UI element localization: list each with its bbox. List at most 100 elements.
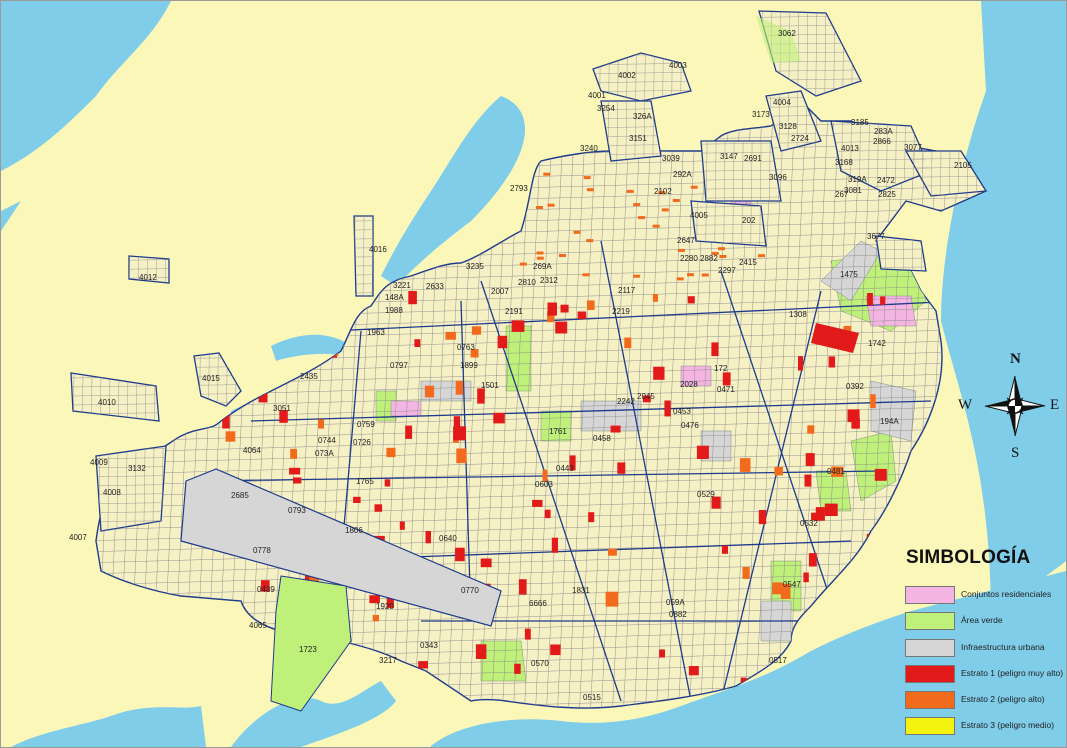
street-line xyxy=(231,1,241,747)
street-line xyxy=(141,1,151,747)
street-line xyxy=(1,85,1066,100)
legend-swatch-stratum-1 xyxy=(905,665,955,683)
street-line xyxy=(759,21,861,38)
sector-label-283A: 283A xyxy=(874,127,893,136)
stratum-1-block xyxy=(721,545,728,554)
street-line xyxy=(523,101,555,709)
sector-label-3185: 3185 xyxy=(851,118,869,127)
sector-label-4064: 4064 xyxy=(243,446,261,455)
street-line xyxy=(231,1,241,747)
legend-swatch-stratum-2 xyxy=(905,691,955,709)
street-line xyxy=(186,1,196,747)
sector-label-0439: 0439 xyxy=(257,585,275,594)
stratum-2-block xyxy=(690,185,698,189)
street-line xyxy=(1,31,1066,46)
street-line xyxy=(96,1,106,747)
street-line xyxy=(512,101,544,709)
street-line xyxy=(666,101,698,709)
street-line xyxy=(1,58,1066,73)
street-line xyxy=(123,1,133,747)
street-line xyxy=(150,1,160,747)
compass-east-label: E xyxy=(1050,397,1060,413)
street-line xyxy=(1,94,1066,109)
street-line xyxy=(1,67,1066,82)
street-line xyxy=(593,93,691,101)
sector-label-1765: 1765 xyxy=(356,477,374,486)
stratum-2-block xyxy=(536,251,544,255)
street-line xyxy=(158,446,166,531)
water-body xyxy=(941,1,1066,621)
street-line xyxy=(1,76,1066,91)
street-line xyxy=(168,1,178,747)
street-line xyxy=(123,1,133,747)
street-line xyxy=(114,1,124,747)
street-line xyxy=(1,49,1066,64)
sector-boundary xyxy=(340,330,362,562)
street-line xyxy=(1,31,1066,46)
sector-label-3168: 3168 xyxy=(835,158,853,167)
street-line xyxy=(168,1,178,747)
stratum-2-block xyxy=(772,582,783,595)
stratum-1-block xyxy=(805,453,815,467)
outlying-sector xyxy=(875,235,927,272)
street-line xyxy=(168,1,178,747)
street-line xyxy=(231,1,241,747)
street-line xyxy=(611,101,643,709)
stratum-2-block xyxy=(536,256,544,260)
stratum-2-block xyxy=(605,591,619,607)
sector-label-0453: 0453 xyxy=(673,407,691,416)
sector-label-1723: 1723 xyxy=(299,645,317,654)
street-line xyxy=(1,40,1066,55)
street-line xyxy=(1,112,1066,127)
street-line xyxy=(87,1,97,747)
street-line xyxy=(626,101,638,161)
street-line xyxy=(123,1,133,747)
stratum-1-block xyxy=(815,507,825,521)
street-line xyxy=(105,1,115,747)
stratum-2-block xyxy=(587,300,595,310)
street-line xyxy=(887,121,899,191)
stratum-2-block xyxy=(638,216,646,220)
street-line xyxy=(1,49,1066,64)
street-line xyxy=(149,446,161,531)
street-line xyxy=(759,57,861,74)
street-line xyxy=(831,156,931,173)
sector-label-3221: 3221 xyxy=(393,281,411,290)
outlying-sector xyxy=(600,100,662,162)
legend-swatch-residential xyxy=(905,586,955,604)
street-line xyxy=(96,559,986,586)
stratum-1-block xyxy=(399,521,405,530)
street-line xyxy=(876,264,926,271)
outlying-sector xyxy=(592,52,692,102)
street-line xyxy=(96,101,986,113)
sector-label-0481: 0481 xyxy=(827,467,845,476)
street-line xyxy=(186,1,196,747)
street-line xyxy=(177,1,187,747)
stratum-1-block xyxy=(811,512,817,521)
sector-boundary xyxy=(720,290,822,702)
street-line xyxy=(1,22,1066,37)
street-line xyxy=(132,1,142,747)
street-line xyxy=(132,1,142,747)
sector-label-292A: 292A xyxy=(673,170,692,179)
street-line xyxy=(1,112,1066,127)
water-body xyxy=(1,201,21,231)
street-line xyxy=(677,101,709,709)
street-line xyxy=(129,256,134,283)
street-line xyxy=(105,1,115,747)
street-line xyxy=(1,85,1066,100)
street-line xyxy=(141,1,151,747)
sector-label-4007: 4007 xyxy=(69,533,87,542)
sector-label-4008: 4008 xyxy=(103,488,121,497)
sector-label-2045: 2045 xyxy=(637,392,655,401)
street-line xyxy=(159,1,169,747)
street-line xyxy=(1,49,1066,64)
stratum-1-block xyxy=(514,663,521,674)
street-line xyxy=(131,446,143,531)
stratum-2-block xyxy=(807,425,815,434)
street-line xyxy=(601,101,611,161)
street-line xyxy=(1,22,1066,37)
street-line xyxy=(168,1,178,747)
